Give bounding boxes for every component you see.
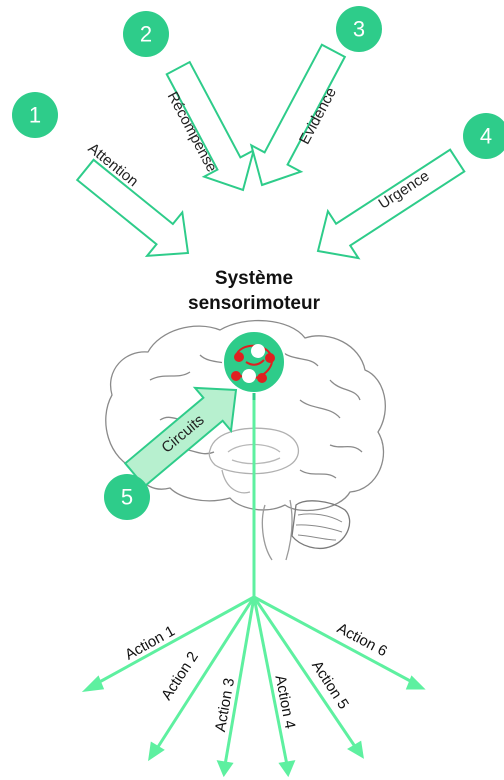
input-arrow-urgence: [316, 148, 466, 260]
action-arrows: [81, 378, 426, 778]
system-title-line-2: sensorimoteur: [188, 293, 321, 314]
badge-5-number: 5: [121, 485, 133, 510]
circuits-arrow: [123, 386, 238, 488]
badge-1-number: 1: [29, 103, 41, 128]
circuit-node: [222, 330, 286, 400]
input-arrow-attention: [75, 158, 190, 258]
badge-3: 3: [336, 6, 382, 52]
badge-2-number: 2: [140, 22, 152, 47]
input-arrow-recompense: [165, 60, 256, 192]
system-title-line-1: Système: [215, 268, 293, 289]
badge-5: 5: [104, 474, 150, 520]
badge-4-number: 4: [480, 124, 492, 149]
badge-2: 2: [123, 11, 169, 57]
input-arrow-evidence: [249, 43, 347, 187]
badge-4: 4: [463, 113, 504, 159]
badge-3-number: 3: [353, 17, 365, 42]
brain-illustration: [105, 319, 386, 561]
action-label-2: Action 2: [158, 649, 202, 704]
badge-1: 1: [12, 92, 58, 138]
